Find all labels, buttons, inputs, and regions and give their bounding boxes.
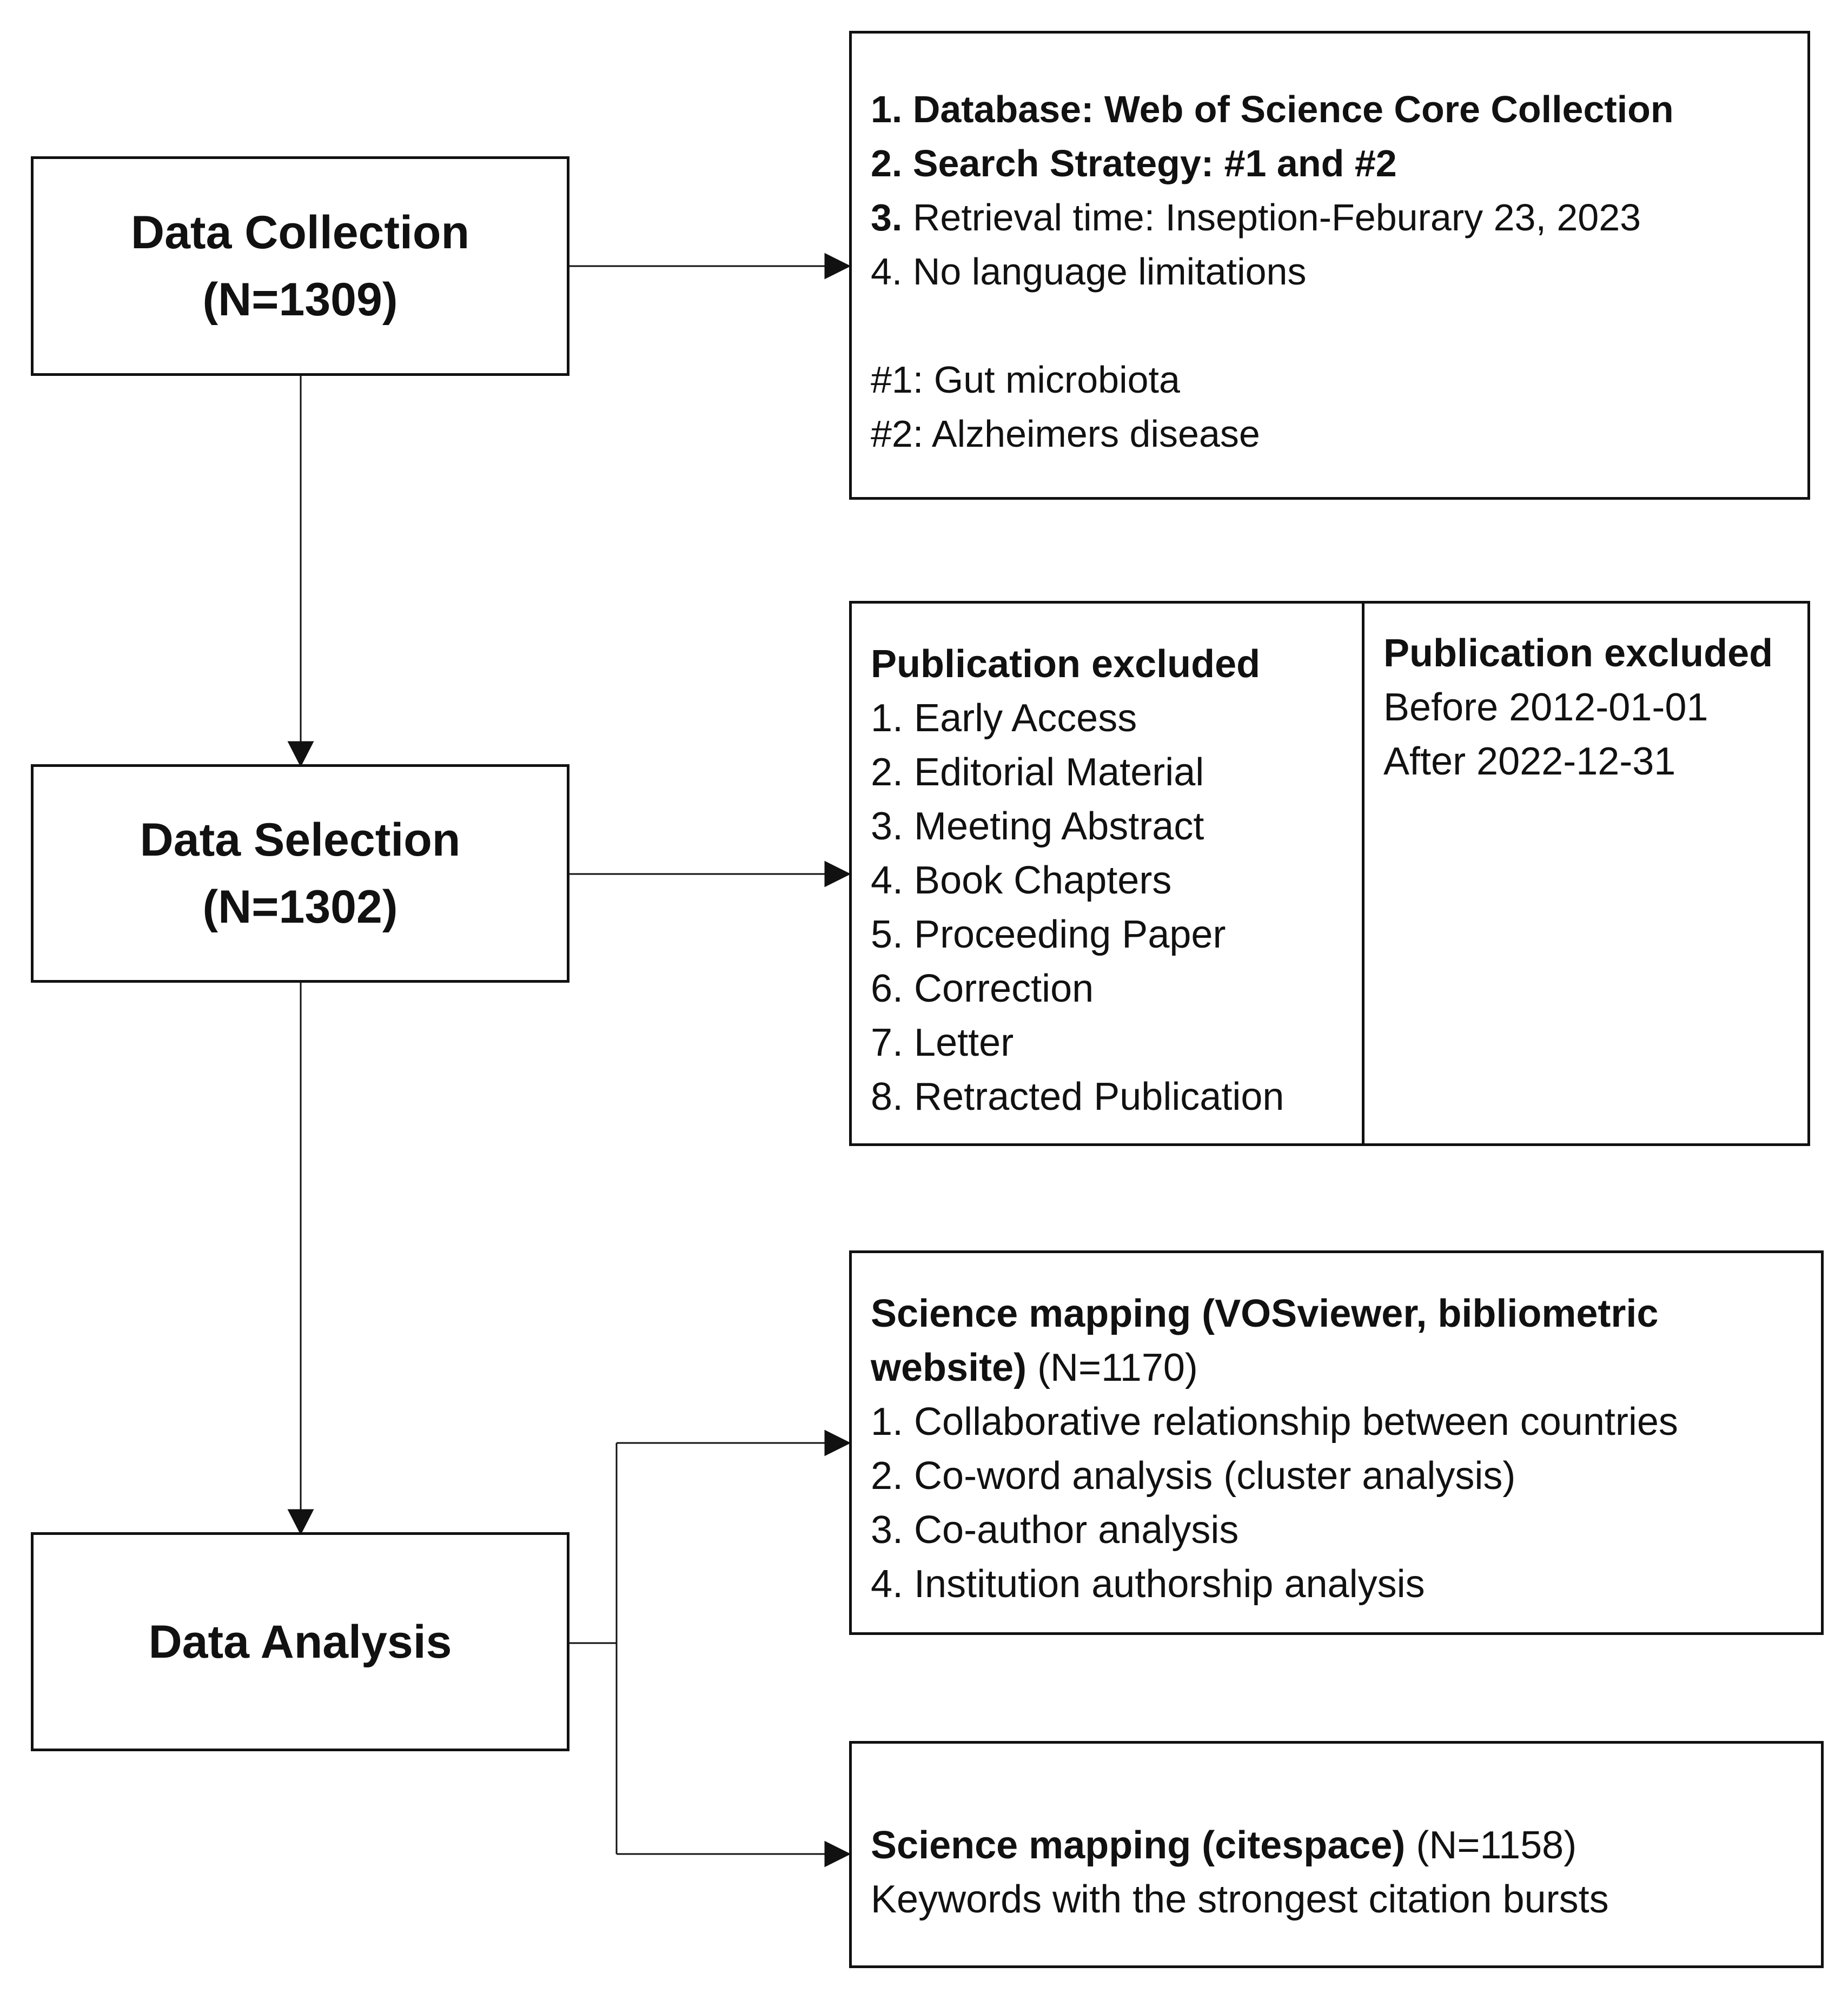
arrowhead-selection <box>287 741 314 767</box>
excluded-date-item: Before 2012-01-01 <box>1383 686 1708 729</box>
citespace-count: (N=1158) <box>1405 1824 1577 1867</box>
excluded-type-item: 8. Retracted Publication <box>871 1075 1284 1118</box>
excluded-types-box: Publication excluded 1. Early Access 2. … <box>849 601 1365 1146</box>
stage-title: Data Collection <box>131 207 469 259</box>
stage-data-collection: Data Collection (N=1309) <box>31 156 569 376</box>
query-2: #2: Alzheimers disease <box>871 413 1260 455</box>
vosviewer-item: 1. Collaborative relationship between co… <box>871 1400 1678 1444</box>
excluded-type-item: 1. Early Access <box>871 697 1137 740</box>
arrowhead-citespace <box>824 1840 851 1868</box>
stage-title: Data Selection <box>140 814 461 866</box>
excluded-type-item: 5. Proceeding Paper <box>871 913 1226 956</box>
citespace-heading: Science mapping (citespace) <box>871 1824 1406 1867</box>
arrowhead-analysis <box>287 1509 314 1535</box>
stage-data-selection: Data Selection (N=1302) <box>31 764 569 983</box>
vosviewer-heading-2: website) <box>871 1346 1027 1389</box>
vosviewer-heading: Science mapping (VOSviewer, bibliometric <box>871 1292 1659 1335</box>
vosviewer-item: 4. Institution authorship analysis <box>871 1562 1425 1606</box>
vosviewer-count: (N=1170) <box>1026 1346 1198 1389</box>
citespace-mapping-box: Science mapping (citespace) (N=1158) Key… <box>849 1741 1824 1968</box>
language-line: 4. No language limitations <box>871 250 1307 293</box>
database-line: 1. Database: Web of Science Core Collect… <box>871 88 1674 130</box>
retrieval-number: 3. <box>871 196 903 239</box>
excluded-type-item: 3. Meeting Abstract <box>871 805 1204 848</box>
collection-details-box: 1. Database: Web of Science Core Collect… <box>849 31 1810 500</box>
excluded-type-item: 6. Correction <box>871 967 1094 1010</box>
vosviewer-item: 2. Co-word analysis (cluster analysis) <box>871 1454 1516 1498</box>
search-strategy-line: 2. Search Strategy: #1 and #2 <box>871 142 1397 184</box>
excluded-date-item: After 2022-12-31 <box>1383 740 1676 783</box>
excluded-dates-box: Publication excluded Before 2012-01-01 A… <box>1362 601 1810 1146</box>
arrowhead-collection-details <box>824 253 851 280</box>
vosviewer-heading-cont: website) (N=1170) <box>871 1341 1821 1395</box>
excluded-type-item: 4. Book Chapters <box>871 859 1172 902</box>
excluded-dates-heading: Publication excluded <box>1383 632 1773 675</box>
vosviewer-item: 3. Co-author analysis <box>871 1508 1239 1552</box>
stage-count: (N=1302) <box>202 881 398 933</box>
retrieval-text: Retrieval time: Inseption-Feburary 23, 2… <box>902 196 1641 239</box>
arrowhead-selection-details <box>824 860 851 888</box>
citespace-heading-line: Science mapping (citespace) (N=1158) <box>871 1818 1821 1872</box>
retrieval-time-line: 3. Retrieval time: Inseption-Feburary 23… <box>871 190 1807 244</box>
excluded-types-heading: Publication excluded <box>871 643 1261 686</box>
stage-title: Data Analysis <box>148 1615 452 1668</box>
excluded-type-item: 7. Letter <box>871 1021 1014 1064</box>
stage-count: (N=1309) <box>202 274 398 326</box>
query-1: #1: Gut microbiota <box>871 359 1180 401</box>
excluded-type-item: 2. Editorial Material <box>871 751 1204 794</box>
arrowhead-vosviewer <box>824 1429 851 1456</box>
citespace-item: Keywords with the strongest citation bur… <box>871 1878 1609 1921</box>
stage-data-analysis: Data Analysis <box>31 1532 569 1751</box>
vosviewer-mapping-box: Science mapping (VOSviewer, bibliometric… <box>849 1250 1824 1635</box>
